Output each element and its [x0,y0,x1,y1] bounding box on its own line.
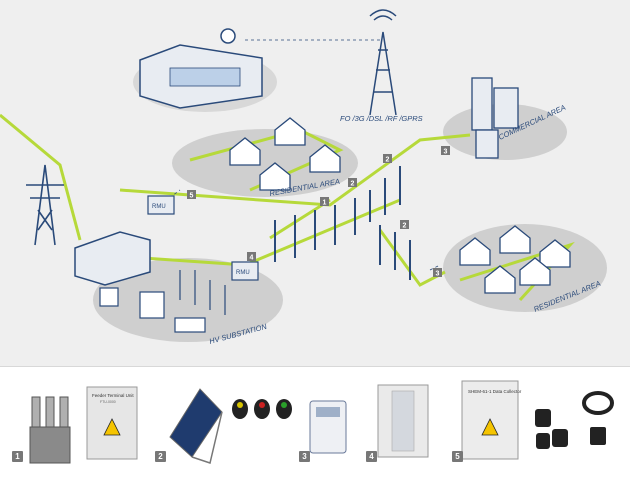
product-3-badge: 3 [299,451,310,462]
product-5-badge: 5 [452,451,463,462]
badge-2-c: 2 [403,223,407,230]
product-1-badge: 1 [12,451,23,462]
recloser-product-image [29,396,71,464]
ftu-cabinet-product-image: Feeder Terminal Unit FTU-0000 [86,386,138,460]
utility-poles [274,166,411,280]
badge-4: 4 [250,255,254,262]
distribution-network-diagram: FO /3G /DSL /RF /GPRS COMMERCIAL AREA RE… [0,9,607,346]
badge-1: 1 [323,200,327,207]
badge-2-b: 2 [386,157,390,164]
badge-3-b: 3 [436,271,440,278]
data-collector-cabinet-product-image: SHEM-61-1 Data Collector [461,380,522,460]
product-illustrations: Feeder Terminal Unit FTU-0000 [29,380,614,464]
hv-tower-icon [26,164,64,246]
ftu-panel-subtitle: FTU-0000 [100,400,116,404]
residential-area-1-zone [172,129,358,197]
control-center-building-icon [139,28,263,109]
product-2-badge: 2 [155,451,166,462]
substation-building-icon [74,231,151,286]
ftu-panel-title: Feeder Terminal Unit [92,393,134,398]
badge-2-a: 2 [351,181,355,188]
diagram-panel: FO /3G /DSL /RF /GPRS COMMERCIAL AREA RE… [0,0,630,366]
smart-meter-product-image [309,400,347,454]
rmu-1-device: RMU [147,195,175,215]
commercial-buildings-icon [471,77,519,159]
distribution-lines [0,113,575,302]
svg-text:RMU: RMU [236,270,250,276]
control-cabinet-product-image [377,384,429,458]
svg-text:RMU: RMU [152,204,166,210]
comm-technologies-label: FO /3G /DSL /RF /GPRS [340,114,423,123]
rmu-2-device: RMU [231,261,259,281]
solar-panel-product-image [169,388,223,464]
substation-equipment-icon [99,270,226,333]
product-4-badge: 4 [366,451,377,462]
diagram-badges: 5 1 2 2 2 3 3 4 [187,146,450,278]
sensor-clamps-product-image [535,391,614,449]
residential-houses-2-icon [459,225,571,294]
communication-tower-icon [369,9,397,116]
residential-houses-1-icon [229,117,341,191]
badge-5: 5 [190,193,194,200]
product-strip: Feeder Terminal Unit FTU-0000 [0,366,630,486]
fault-indicators-product-image [232,399,292,419]
badge-3-a: 3 [444,149,448,156]
collector-panel-title: SHEM-61-1 Data Collector [468,389,522,394]
